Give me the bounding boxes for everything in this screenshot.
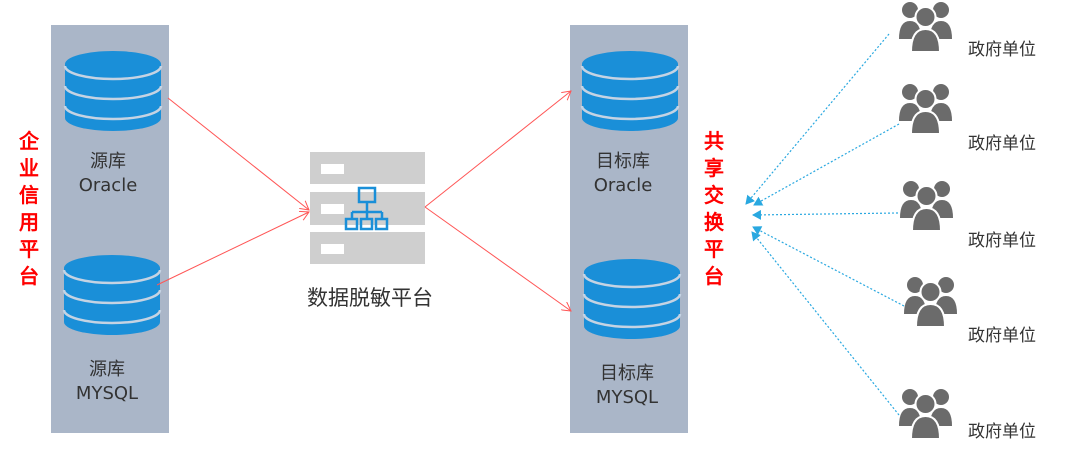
target-mysql-label: 目标库 MYSQL	[579, 362, 675, 410]
consumer-label: 政府单位	[968, 231, 1036, 251]
source-mysql-label: 源库 MYSQL	[59, 358, 155, 406]
target-oracle-type: Oracle	[593, 175, 653, 196]
target-oracle-label: 目标库 Oracle	[575, 150, 671, 198]
flow-arrow-target-mysql	[424, 206, 571, 311]
source-mysql-name: 源库	[89, 359, 125, 380]
share-arrow-5	[751, 231, 900, 416]
flow-arrow-source-oracle	[167, 97, 309, 210]
source-oracle-type: Oracle	[78, 175, 138, 196]
flow-arrow-target-oracle	[424, 91, 571, 208]
share-arrow-1	[745, 33, 890, 205]
share-arrow-2	[753, 123, 900, 206]
people-group-icon	[898, 388, 953, 440]
people-group-icon	[898, 1, 953, 53]
target-mysql-name: 目标库	[600, 363, 654, 384]
share-arrow-4	[752, 226, 905, 307]
people-group-icon	[898, 83, 953, 135]
source-mysql-type: MYSQL	[75, 383, 139, 404]
enterprise-credit-platform-title: 企业信用平台	[19, 129, 39, 288]
masking-platform-label: 数据脱敏平台	[307, 286, 433, 310]
target-oracle-database-icon	[580, 49, 680, 133]
people-group-icon	[903, 276, 958, 328]
source-oracle-name: 源库	[90, 151, 126, 172]
source-oracle-label: 源库 Oracle	[60, 150, 156, 198]
network-hierarchy-icon	[344, 186, 389, 231]
consumer-label: 政府单位	[968, 40, 1036, 60]
sharing-exchange-platform-title: 共享交换平台	[704, 129, 724, 288]
flow-arrow-source-mysql	[156, 212, 309, 286]
source-oracle-database-icon	[63, 49, 163, 133]
consumer-label: 政府单位	[968, 326, 1036, 346]
masking-platform-server-icon	[310, 152, 425, 264]
consumer-label: 政府单位	[968, 422, 1036, 442]
share-arrow-3	[752, 209, 899, 220]
people-group-icon	[899, 180, 954, 232]
source-mysql-database-icon	[62, 253, 162, 337]
consumer-label: 政府单位	[968, 134, 1036, 154]
target-mysql-type: MYSQL	[595, 387, 659, 408]
target-mysql-database-icon	[582, 257, 682, 341]
target-oracle-name: 目标库	[596, 151, 650, 172]
